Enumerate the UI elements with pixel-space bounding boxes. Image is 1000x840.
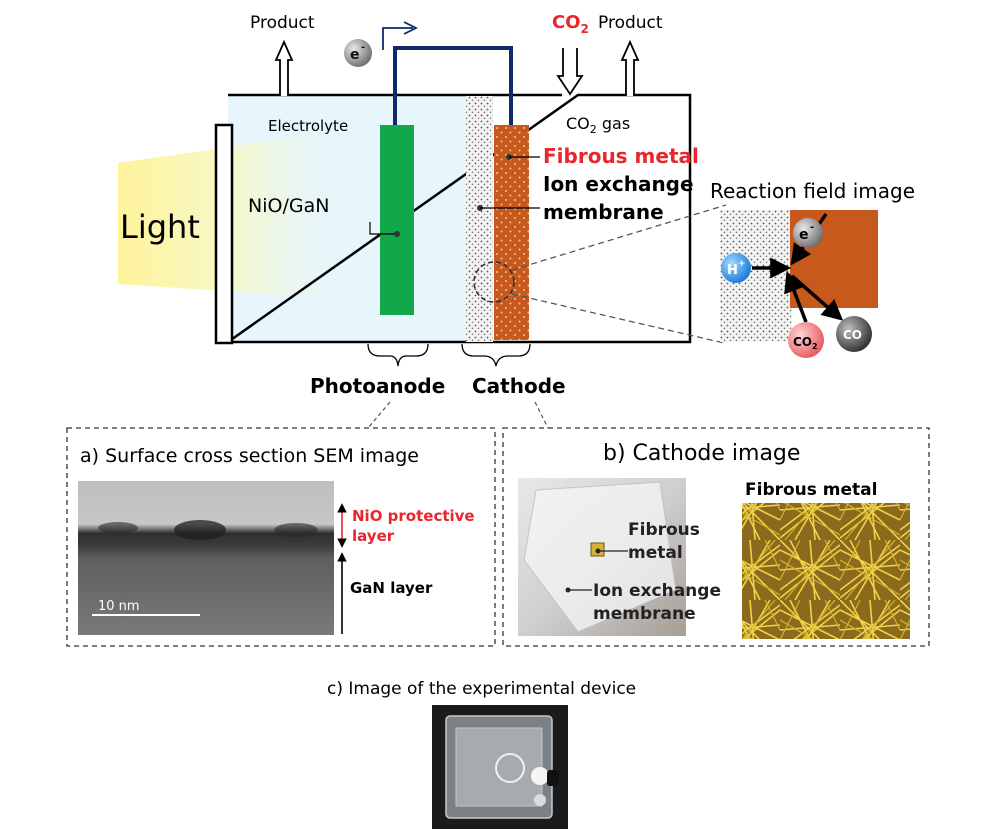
product-outlet-left: [274, 39, 294, 96]
electrolyte-label: Electrolyte: [268, 117, 348, 135]
zoom-circle: [473, 261, 515, 303]
svg-text:-: -: [361, 42, 365, 53]
co2-gas-label: CO2 gas: [566, 114, 630, 136]
reaction-field-inset: e - H + CO2 CO: [720, 210, 878, 358]
gan-layer-label: GaN layer: [350, 579, 433, 597]
zoom-line-bottom: [511, 293, 725, 344]
co-molecule-badge: CO: [836, 316, 872, 352]
reaction-field-title: Reaction field image: [710, 179, 915, 203]
fibrous-metal-label: Fibrous metal: [543, 144, 699, 168]
nio-gan-leader-dot: [394, 231, 400, 237]
svg-text:H: H: [727, 263, 738, 278]
cathode-label: Cathode: [472, 374, 566, 398]
device-fitting-3: [534, 794, 546, 806]
photoanode-callout-line: [367, 401, 391, 429]
panel-a-sem: a) Surface cross section SEM image 10 nm…: [66, 427, 496, 647]
panel-a-frame: [66, 427, 496, 647]
panel-c-title: c) Image of the experimental device: [327, 679, 636, 699]
svg-text:-: -: [810, 222, 814, 233]
light-label: Light: [120, 208, 200, 246]
fibrous-metal-photo: [742, 503, 910, 639]
device-fitting-2: [531, 767, 549, 785]
membrane-sample-label-line1: Ion exchange: [593, 581, 721, 601]
membrane-sample-label-line2: membrane: [593, 604, 696, 624]
cathode-callout-line: [534, 401, 549, 429]
nio-gan-label: NiO/GaN: [248, 195, 329, 217]
co2-molecule-badge: CO2: [788, 322, 824, 358]
arrow-co2-in: [784, 271, 808, 323]
ion-exchange-membrane: [466, 96, 493, 342]
co2-inlet-arrow: [556, 48, 584, 96]
ion-exchange-label-line2: membrane: [543, 200, 664, 224]
photoanode-label: Photoanode: [310, 374, 445, 398]
svg-text:CO2: CO2: [793, 335, 818, 351]
panel-b-frame: [502, 427, 930, 647]
sem-grain-1: [174, 520, 226, 540]
electron-flow-arrow: [382, 27, 413, 50]
sem-grain-3: [274, 523, 318, 537]
panel-a-title: a) Surface cross section SEM image: [80, 445, 419, 467]
panel-b-title: b) Cathode image: [603, 441, 800, 466]
fibrous-sample-label-line1: Fibrous: [628, 520, 700, 540]
cathode-brace: [461, 343, 531, 367]
svg-text:+: +: [738, 259, 746, 269]
cathode-electrode: [494, 125, 529, 340]
ion-exchange-label-line1: Ion exchange: [543, 172, 694, 196]
svg-text:CO: CO: [843, 328, 862, 342]
nio-gan-leader: [369, 222, 397, 235]
sem-grain-2: [98, 522, 138, 534]
product-label-left: Product: [250, 13, 315, 33]
external-wire: [393, 46, 513, 125]
zoom-line-top: [511, 204, 727, 271]
sem-scale-label: 10 nm: [98, 599, 140, 614]
nio-protective-label-line2: layer: [352, 527, 395, 545]
light-beam: [118, 128, 360, 300]
window-slab: [214, 123, 234, 345]
electrochemical-cell: [118, 21, 692, 345]
co2-inlet-label: CO2: [552, 12, 589, 36]
photoanode-electrode: [380, 125, 414, 315]
product-label-right: Product: [598, 13, 663, 33]
electron-flow-arrowhead: [403, 21, 419, 35]
product-outlet-right: [620, 39, 640, 96]
svg-text:e: e: [799, 227, 809, 243]
device-block-face: [455, 727, 543, 807]
arrow-co-out: [790, 274, 844, 321]
photoanode-brace: [367, 343, 429, 367]
sem-image: [78, 481, 334, 635]
nio-protective-label-line1: NiO protective: [352, 507, 475, 525]
device-fitting-1: [495, 753, 525, 783]
proton-badge: H +: [721, 253, 751, 283]
svg-text:e: e: [350, 47, 360, 63]
panel-b-cathode: b) Cathode image Fibrous metal Ion excha…: [502, 427, 930, 647]
fibrous-metal-photo-title: Fibrous metal: [745, 480, 877, 500]
membrane-sheet-shape: [523, 481, 677, 633]
device-knob: [547, 770, 559, 786]
panel-c-device: c) Image of the experimental device: [327, 679, 636, 829]
electron-badge: e -: [793, 218, 823, 248]
electron-badge-top: e -: [344, 39, 372, 67]
fibrous-sample-label-line2: metal: [628, 543, 683, 563]
